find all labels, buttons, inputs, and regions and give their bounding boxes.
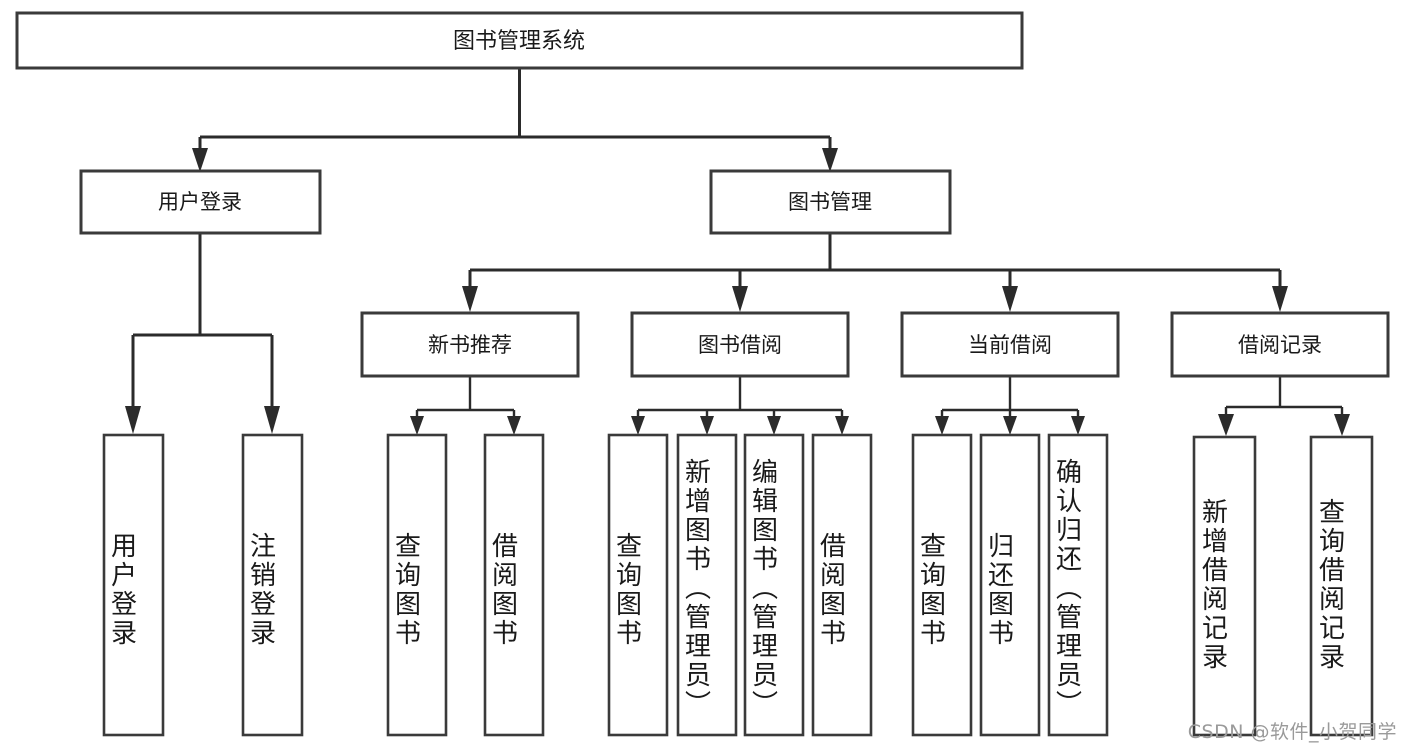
node-current-borrow[interactable]: 当前借阅 <box>900 311 1120 378</box>
connector-newbook-to-leaves <box>410 376 521 435</box>
node-new-book-rec-label: 新书推荐 <box>428 333 512 357</box>
connector-borrowrecord-to-leaves <box>1218 376 1350 436</box>
node-borrow-record[interactable]: 借阅记录 <box>1170 311 1390 378</box>
csdn-watermark: CSDN @软件_小贺同学 <box>1187 721 1397 743</box>
leaf-box-add-record[interactable] <box>1192 435 1257 737</box>
connector-bookmanage-to-level2 <box>462 233 1288 312</box>
connector-userlogin-to-leaves <box>125 233 280 434</box>
leaf-box-query-book-2[interactable] <box>607 433 669 737</box>
leaf-box-query-book-3[interactable] <box>911 433 973 737</box>
node-user-login-label: 用户登录 <box>158 190 242 214</box>
leaf-box-return-book[interactable] <box>979 433 1041 737</box>
node-user-login[interactable]: 用户登录 <box>79 169 322 235</box>
connector-currentborrow-to-leaves <box>935 376 1085 435</box>
leaf-box-borrow-book-2[interactable] <box>811 433 873 737</box>
node-book-manage[interactable]: 图书管理 <box>709 169 952 235</box>
leaf-box-logout[interactable] <box>241 433 304 737</box>
leaf-box-add-book[interactable] <box>676 433 738 737</box>
leaf-box-edit-book[interactable] <box>743 433 805 737</box>
leaf-box-query-book-1[interactable] <box>386 433 448 737</box>
node-book-borrow-label: 图书借阅 <box>698 333 782 357</box>
node-root-label: 图书管理系统 <box>453 29 585 54</box>
node-borrow-record-label: 借阅记录 <box>1238 333 1322 357</box>
leaf-box-borrow-book-1[interactable] <box>483 433 545 737</box>
leaf-box-query-record[interactable] <box>1309 435 1374 737</box>
node-book-manage-label: 图书管理 <box>788 190 872 214</box>
node-book-borrow[interactable]: 图书借阅 <box>630 311 850 378</box>
leaf-box-user-login[interactable] <box>102 433 165 737</box>
connector-bookborrow-to-leaves <box>631 376 849 435</box>
node-root[interactable]: 图书管理系统 <box>15 11 1024 70</box>
connector-root-to-level1 <box>192 68 838 172</box>
node-new-book-rec[interactable]: 新书推荐 <box>360 311 580 378</box>
node-current-borrow-label: 当前借阅 <box>968 333 1052 357</box>
leaf-box-confirm-return[interactable] <box>1047 433 1109 737</box>
